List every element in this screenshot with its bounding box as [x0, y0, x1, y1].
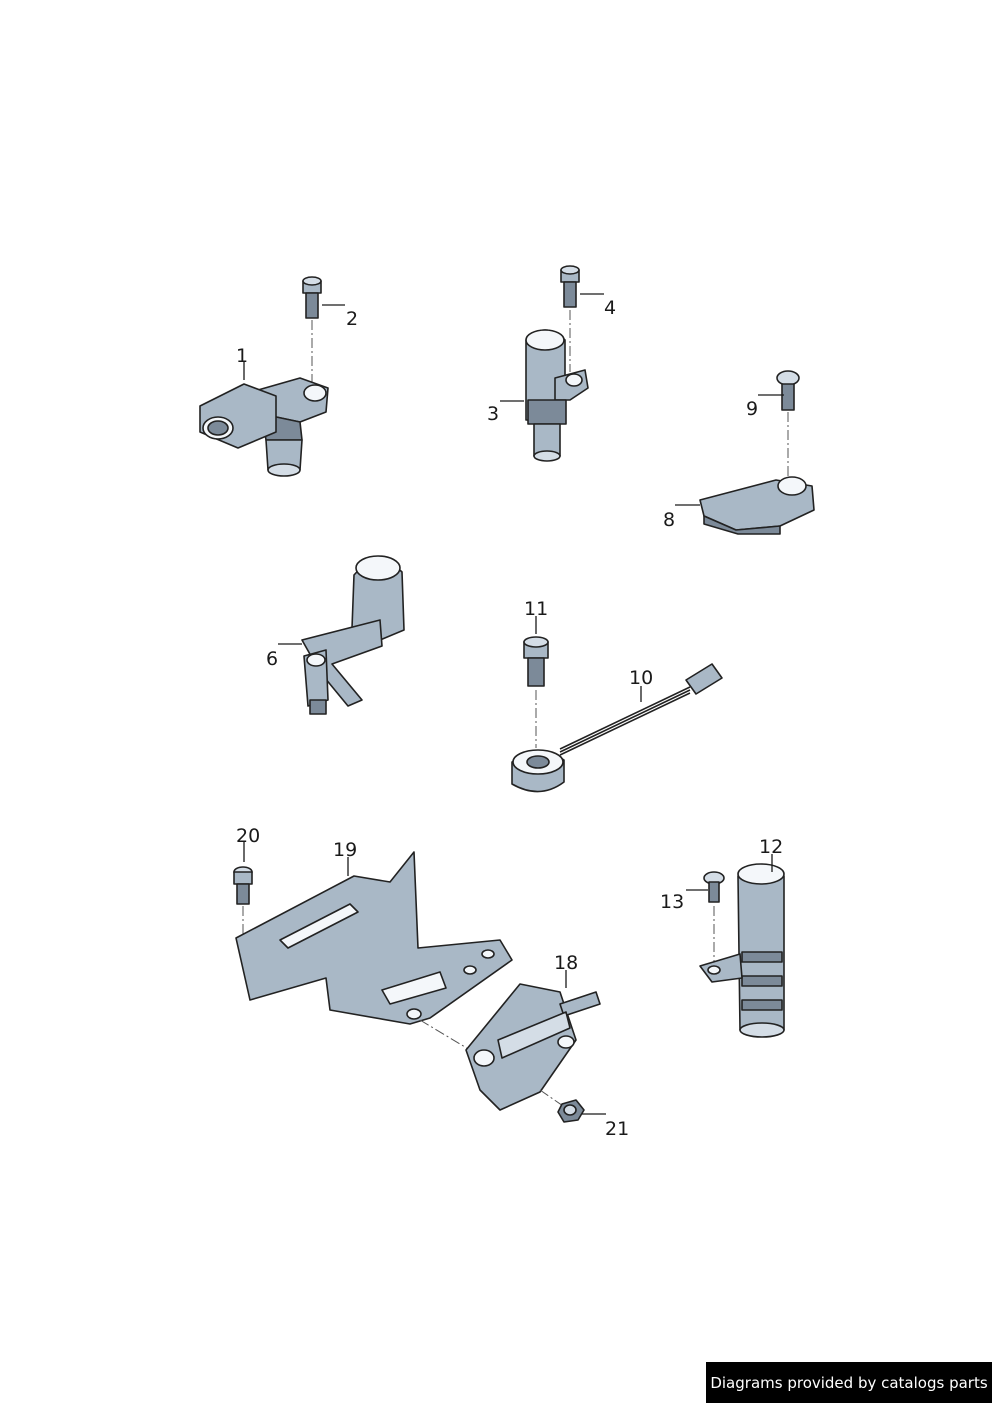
nut-21: [557, 1099, 585, 1123]
attribution-text: Diagrams provided by catalogs parts: [710, 1373, 988, 1392]
callout-18: 18: [554, 952, 578, 974]
attribution-footer: Diagrams provided by catalogs parts: [706, 1362, 992, 1403]
callout-11: 11: [524, 598, 548, 620]
callout-9: 9: [746, 398, 758, 420]
sensor-10: [511, 663, 723, 793]
sensor-8: [699, 476, 815, 535]
callout-12: 12: [759, 836, 783, 858]
callout-4: 4: [604, 297, 616, 319]
sensor-3: [525, 329, 589, 462]
bolt-13: [703, 871, 725, 968]
bolt-20: [233, 866, 253, 940]
callout-20: 20: [236, 825, 260, 847]
callout-numbers: 1 2 3 4 6 8 9 10 11 12 13 18 19 20 21: [236, 297, 783, 1140]
callout-21: 21: [605, 1118, 629, 1140]
bolt-11: [523, 636, 549, 748]
callout-10: 10: [629, 667, 653, 689]
callout-13: 13: [660, 891, 684, 913]
sensor-6: [301, 555, 405, 715]
sensor-1: [199, 377, 329, 477]
callout-8: 8: [663, 509, 675, 531]
bolt-9: [776, 370, 800, 478]
bolt-4: [560, 265, 580, 372]
callout-1: 1: [236, 345, 248, 367]
leader-lines: [243, 293, 784, 1115]
callout-19: 19: [333, 839, 357, 861]
callout-3: 3: [487, 403, 499, 425]
callout-2: 2: [346, 308, 358, 330]
bracket-19: [235, 851, 513, 1051]
bolt-2: [302, 276, 322, 385]
callout-6: 6: [266, 648, 278, 670]
sensor-18: [465, 983, 601, 1111]
